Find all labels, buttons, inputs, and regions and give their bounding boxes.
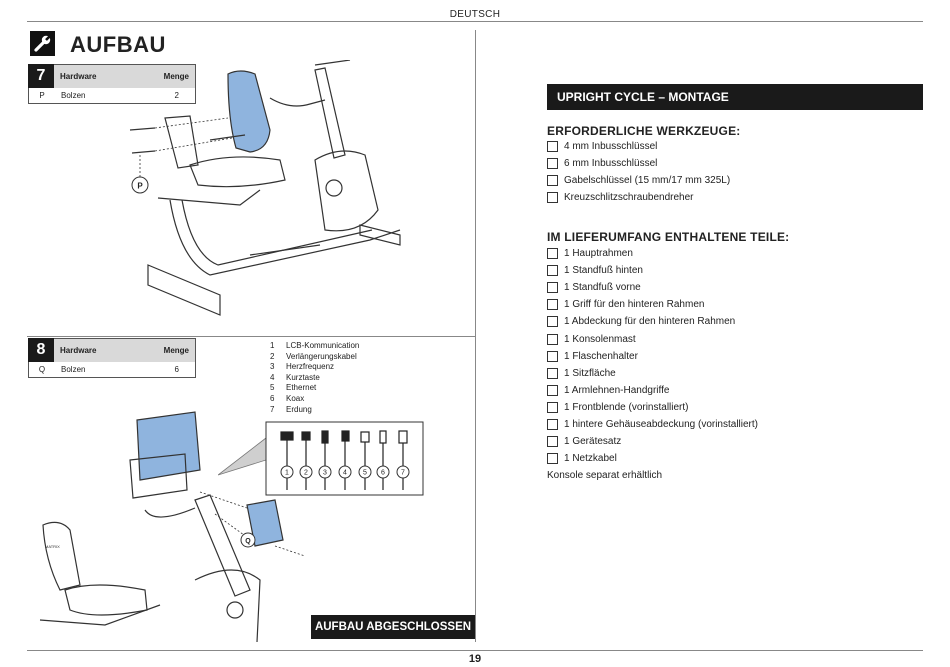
part-qty: 6 (174, 365, 179, 374)
step-7-hardware-table: 7 Hardware Menge P Bolzen 2 (28, 64, 196, 104)
parts-list: 1 Hauptrahmen 1 Standfuß hinten 1 Standf… (547, 245, 758, 467)
checkbox (547, 418, 558, 430)
checkbox (547, 192, 558, 204)
checkbox (547, 350, 558, 362)
part-key: Q (38, 365, 46, 374)
list-item: 4 mm Inbusschlüssel (547, 138, 730, 155)
list-item: 1 Gerätesatz (547, 433, 758, 450)
connector-num: 7 (401, 470, 405, 477)
step-7-bike-illustration: P (129, 60, 401, 316)
checkbox (547, 248, 558, 260)
list-item: 1 Standfuß vorne (547, 279, 758, 296)
checkbox (547, 141, 558, 153)
page-title: AUFBAU (70, 32, 166, 57)
checkbox (547, 453, 558, 465)
wrench-icon (30, 31, 55, 56)
list-item: Kreuzschlitzschraubendreher (547, 189, 730, 206)
checkbox (547, 316, 558, 328)
parts-title: IM LIEFERUMFANG ENTHALTENE TEILE: (547, 230, 790, 244)
list-item: 1 Abdeckung für den hinteren Rahmen (547, 313, 758, 330)
callout-q: Q (245, 538, 251, 545)
step-divider (27, 336, 475, 337)
list-item: 1 Frontblende (vorinstalliert) (547, 399, 758, 416)
console-note: Konsole separat erhältlich (547, 470, 663, 481)
list-item: 1 Flaschenhalter (547, 348, 758, 365)
step-8-hardware-table: 8 Hardware Menge Q Bolzen 6 (28, 338, 196, 378)
quantity-header: Menge (163, 72, 189, 81)
assembly-complete-label: AUFBAU ABGESCHLOSSEN (311, 615, 475, 639)
checkbox (547, 401, 558, 413)
connector-num: 3 (323, 470, 327, 477)
checkbox (547, 299, 558, 311)
connector-num: 1 (285, 470, 289, 477)
part-name: Bolzen (61, 91, 86, 100)
hardware-header: Hardware (60, 72, 97, 81)
list-item: 1 Griff für den hinteren Rahmen (547, 296, 758, 313)
list-item: 6 mm Inbusschlüssel (547, 155, 730, 172)
list-item: 1 Netzkabel (547, 450, 758, 467)
step-8-console-illustration: Q MATRIX (39, 411, 306, 642)
step-number: 7 (28, 64, 54, 88)
page-number: 19 (468, 653, 482, 665)
connector-num: 2 (304, 470, 308, 477)
checkbox (547, 436, 558, 448)
language-header: DEUTSCH (449, 9, 501, 20)
column-divider (475, 30, 476, 642)
list-item: 1 Konsolenmast (547, 330, 758, 347)
checkbox (547, 282, 558, 294)
connector-num: 4 (343, 470, 347, 477)
top-rule (27, 21, 923, 22)
tools-list: 4 mm Inbusschlüssel 6 mm Inbusschlüssel … (547, 138, 730, 206)
list-item: 1 hintere Gehäuseabdeckung (vorinstallie… (547, 416, 758, 433)
part-qty: 2 (174, 91, 179, 100)
list-item: 1 Standfuß hinten (547, 262, 758, 279)
checkbox (547, 175, 558, 187)
connector-num: 5 (363, 470, 367, 477)
callout-p: P (137, 182, 143, 191)
part-key: P (39, 91, 45, 100)
hardware-header: Hardware (60, 346, 97, 355)
part-name: Bolzen (61, 365, 86, 374)
list-item: Gabelschlüssel (15 mm/17 mm 325L) (547, 172, 730, 189)
step-number: 8 (28, 338, 54, 362)
connector-detail: 1 2 3 4 5 6 7 (218, 421, 424, 496)
connector-num: 6 (381, 470, 385, 477)
list-item: 1 Hauptrahmen (547, 245, 758, 262)
list-item: 1 Armlehnen-Handgriffe (547, 382, 758, 399)
checkbox (547, 265, 558, 277)
checkbox (547, 384, 558, 396)
table-row: P Bolzen 2 (28, 88, 196, 104)
checkbox (547, 367, 558, 379)
tools-title: ERFORDERLICHE WERKZEUGE: (547, 124, 741, 138)
section-banner: UPRIGHT CYCLE – MONTAGE (547, 84, 923, 110)
checkbox (547, 158, 558, 170)
bottom-rule (27, 650, 923, 651)
checkbox (547, 333, 558, 345)
brand-mark: MATRIX (45, 544, 60, 549)
list-item: 1 Sitzfläche (547, 365, 758, 382)
table-row: Q Bolzen 6 (28, 362, 196, 378)
quantity-header: Menge (163, 346, 189, 355)
